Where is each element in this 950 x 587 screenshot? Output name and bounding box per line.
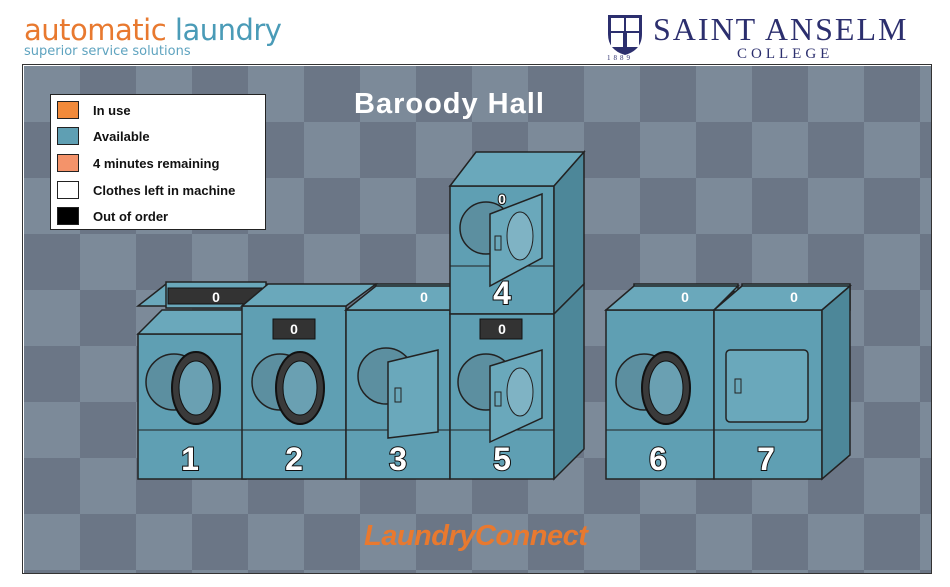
laundry-room-view: In use Available 4 minutes remaining Clo… — [24, 66, 932, 574]
machine-4-display: 0 — [498, 191, 506, 207]
hall-title: Baroody Hall — [354, 88, 545, 120]
machine-7-display: 0 — [790, 289, 798, 305]
college-year: 1889 — [607, 54, 633, 62]
machine-2-display: 0 — [290, 321, 298, 337]
laundryconnect-logo: LaundryConnect — [364, 520, 588, 552]
college-subname: COLLEGE — [737, 46, 834, 62]
legend-item-available: Available — [57, 126, 150, 146]
college-name: SAINT ANSELM — [653, 11, 909, 47]
machine-3-display: 0 — [420, 289, 428, 305]
legend-item-clothes-left: Clothes left in machine — [57, 180, 235, 200]
machine-5-display: 0 — [498, 321, 506, 337]
legend-swatch — [57, 127, 79, 145]
machine-6-display: 0 — [681, 289, 689, 305]
saint-anselm-logo: SAINT ANSELM COLLEGE 1889 — [605, 12, 935, 64]
legend-item-in-use: In use — [57, 100, 131, 120]
header: automatic laundry superior service solut… — [0, 0, 950, 66]
machine-6[interactable] — [603, 283, 740, 480]
machine-7[interactable] — [711, 283, 853, 481]
machine-4-number: 4 — [493, 275, 511, 311]
machine-1[interactable] — [135, 281, 268, 480]
machine-5-number: 5 — [493, 441, 511, 477]
legend-item-4-minutes: 4 minutes remaining — [57, 153, 219, 173]
legend-swatch — [57, 181, 79, 199]
logo-tagline: superior service solutions — [24, 44, 191, 59]
machine-4[interactable] — [448, 150, 586, 316]
machine-5[interactable] — [449, 282, 585, 481]
automatic-laundry-logo: automatic laundry superior service solut… — [24, 13, 282, 59]
machine-3-number: 3 — [389, 441, 407, 477]
legend-item-out-of-order: Out of order — [57, 206, 168, 226]
legend-swatch — [57, 154, 79, 172]
machine-6-number: 6 — [649, 441, 667, 477]
machines-layer: 0 1 0 2 0 3 — [135, 150, 853, 481]
status-legend: In use Available 4 minutes remaining Clo… — [50, 94, 266, 230]
legend-swatch — [57, 101, 79, 119]
machine-1-display: 0 — [212, 289, 220, 305]
machine-2-number: 2 — [285, 441, 303, 477]
machine-2[interactable] — [239, 283, 379, 480]
machine-1-number: 1 — [181, 441, 199, 477]
machine-7-number: 7 — [757, 441, 775, 477]
college-crest-icon — [608, 15, 642, 55]
legend-swatch — [57, 207, 79, 225]
